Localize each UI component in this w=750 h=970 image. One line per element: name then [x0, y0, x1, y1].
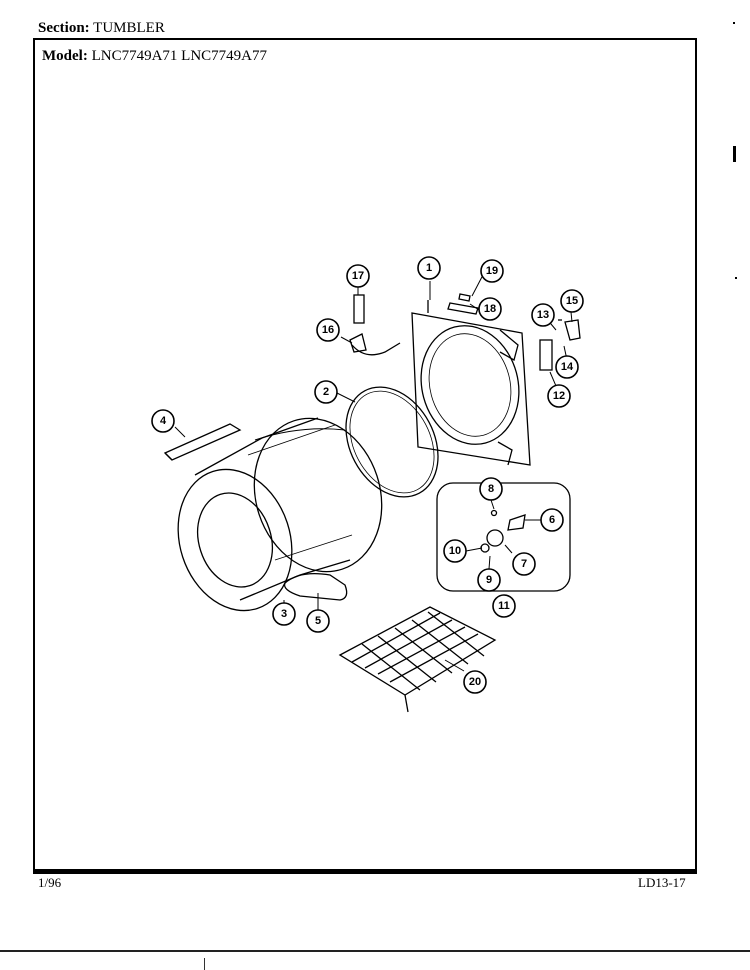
- svg-text:4: 4: [160, 415, 167, 427]
- lint-screen: [338, 606, 497, 713]
- model-label: Model:: [42, 48, 88, 64]
- svg-text:14: 14: [561, 361, 574, 373]
- svg-text:5: 5: [315, 615, 321, 627]
- callout-6: 6: [540, 508, 564, 532]
- wire-harness: [349, 294, 401, 356]
- model-value: LNC7749A71 LNC7749A77: [91, 48, 267, 64]
- idler-group-box: [436, 482, 571, 592]
- model-heading: Model: LNC7749A71 LNC7749A77: [42, 48, 267, 65]
- scan-dot: [735, 277, 737, 279]
- callout-17: 17: [346, 264, 370, 288]
- svg-text:15: 15: [566, 295, 578, 307]
- scan-edge-mark: [733, 146, 736, 162]
- callout-5: 5: [306, 609, 330, 633]
- bottom-rule: [0, 950, 750, 952]
- svg-text:3: 3: [281, 608, 287, 620]
- svg-text:18: 18: [484, 303, 496, 315]
- svg-text:16: 16: [322, 324, 334, 336]
- svg-text:12: 12: [553, 390, 565, 402]
- bracket: [447, 293, 479, 315]
- callout-4: 4: [151, 409, 175, 433]
- svg-text:10: 10: [449, 545, 461, 557]
- callout-1: 1: [417, 256, 441, 280]
- scan-dot: [733, 22, 735, 24]
- rear-bulkhead: [411, 300, 531, 466]
- callout-18: 18: [478, 297, 502, 321]
- footer-rule: [33, 871, 697, 874]
- svg-text:9: 9: [486, 574, 492, 586]
- callout-19: 19: [480, 259, 504, 283]
- svg-text:20: 20: [469, 676, 481, 688]
- bottom-tick: [204, 958, 205, 970]
- svg-text:8: 8: [488, 483, 494, 495]
- section-heading: Section: TUMBLER: [38, 20, 165, 37]
- callout-11: 11: [492, 594, 516, 618]
- svg-text:7: 7: [521, 558, 527, 570]
- svg-text:13: 13: [537, 309, 549, 321]
- callout-13: 13: [531, 303, 555, 327]
- thermostat-cluster: [539, 319, 581, 371]
- callout-3: 3: [272, 602, 296, 626]
- drum: [177, 417, 383, 612]
- belt: [283, 572, 348, 601]
- svg-text:2: 2: [323, 386, 329, 398]
- svg-text:11: 11: [498, 600, 510, 612]
- callout-20: 20: [463, 670, 487, 694]
- svg-text:19: 19: [486, 265, 498, 277]
- revision-date: 1/96: [38, 875, 62, 890]
- svg-text:1: 1: [426, 262, 432, 274]
- callout-9: 9: [477, 568, 501, 592]
- section-value: TUMBLER: [93, 20, 165, 36]
- callout-2: 2: [314, 380, 338, 404]
- callout-12: 12: [547, 384, 571, 408]
- section-label: Section:: [38, 20, 90, 36]
- callout-15: 15: [560, 289, 584, 313]
- diagram-frame: [33, 38, 697, 871]
- callout-16: 16: [316, 318, 340, 342]
- page-code: LD13-17: [638, 875, 686, 890]
- callout-14: 14: [555, 355, 579, 379]
- callout-7: 7: [512, 552, 536, 576]
- svg-text:17: 17: [352, 270, 364, 282]
- baffle: [163, 423, 242, 461]
- callout-10: 10: [443, 539, 467, 563]
- callout-8: 8: [479, 477, 503, 501]
- svg-text:6: 6: [549, 514, 555, 526]
- seal-ring: [345, 386, 439, 498]
